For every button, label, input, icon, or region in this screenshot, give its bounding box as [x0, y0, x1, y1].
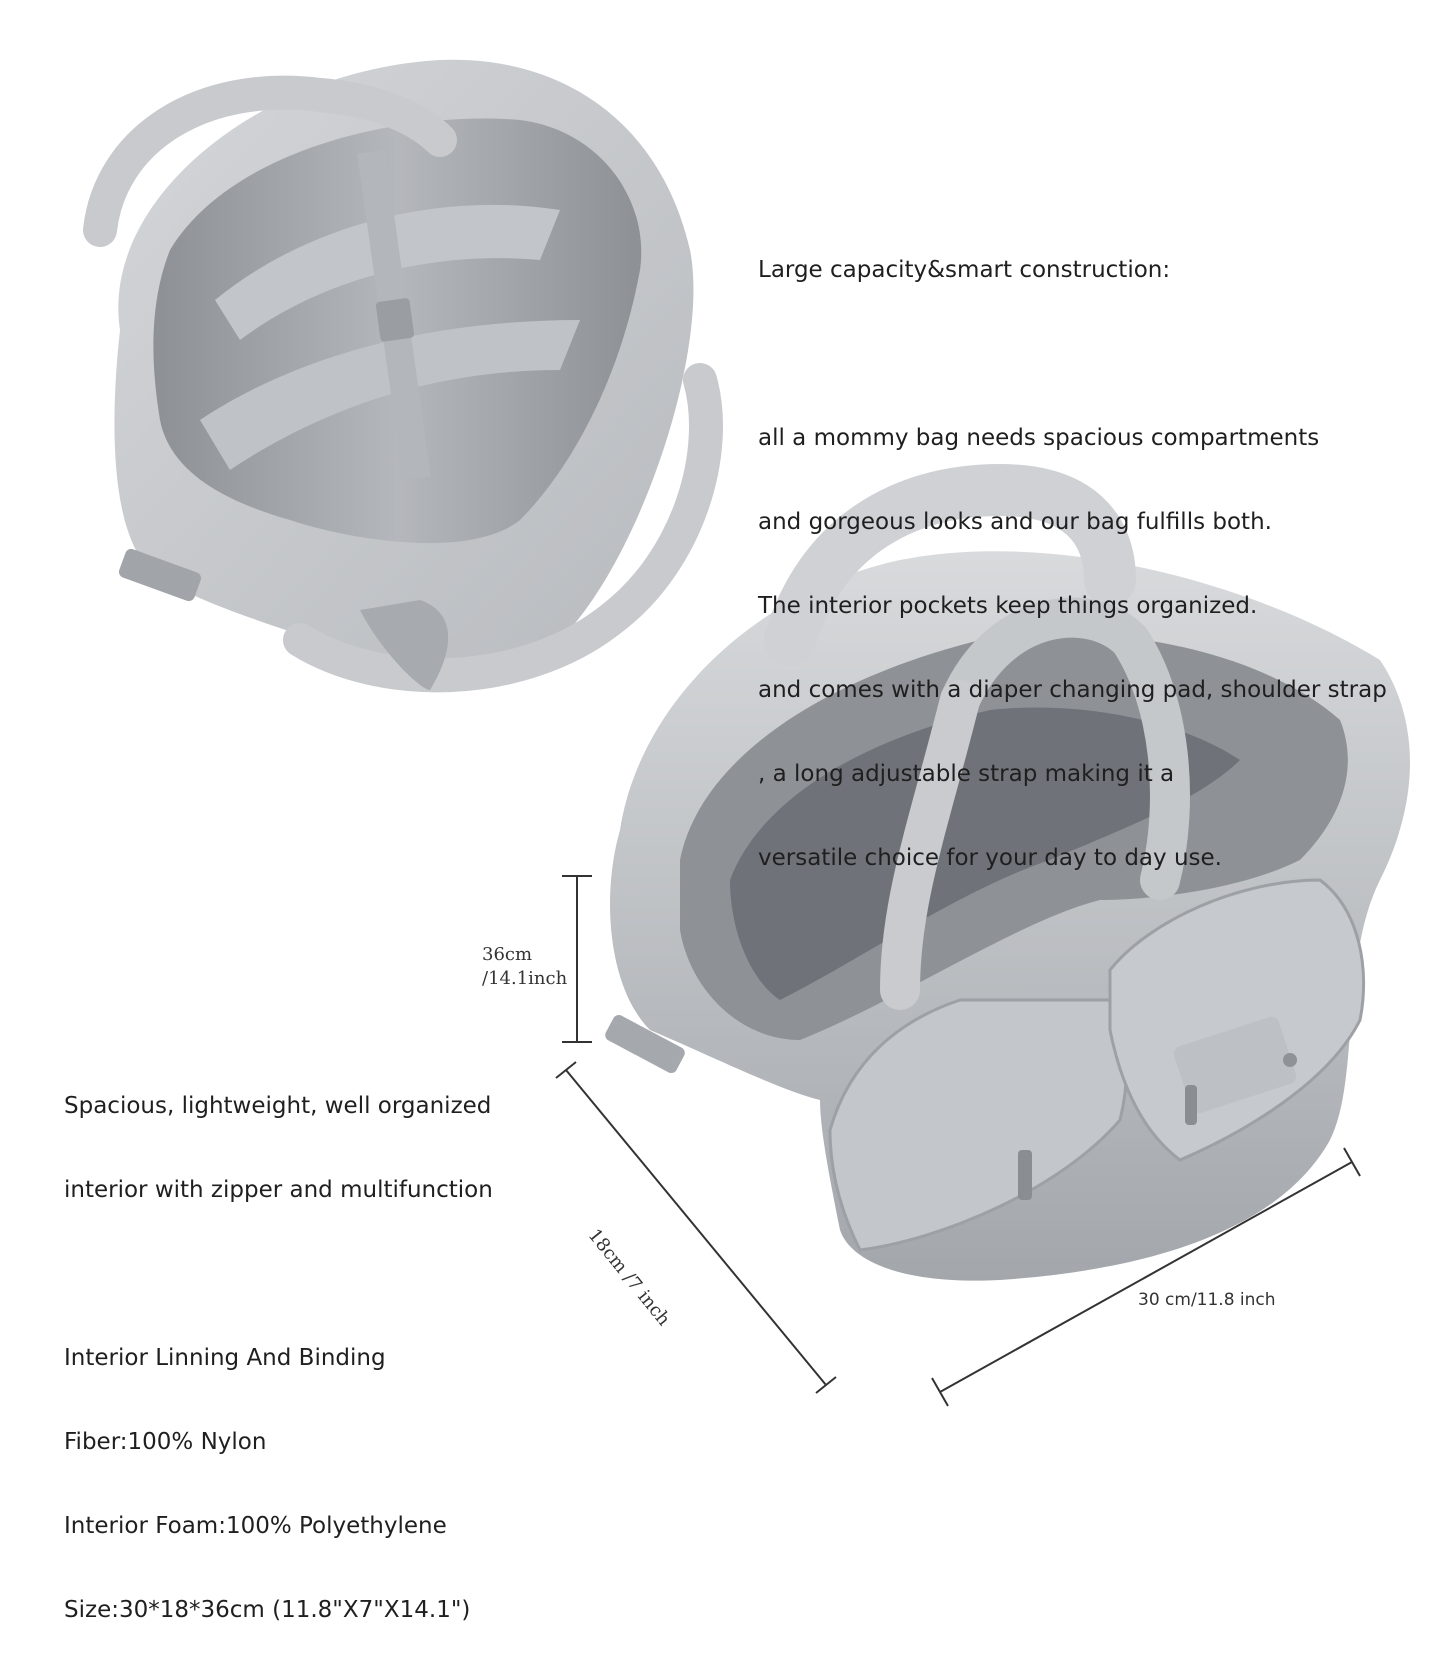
bag1-handle-right [283, 363, 723, 693]
intro-line: Spacious, lightweight, well organized [64, 1093, 492, 1119]
bag2-pocket-flap [1173, 1016, 1297, 1114]
spec-line: Size:30*18*36cm (11.8"X7"X14.1") [64, 1597, 471, 1623]
dimension-height-inch-label: /14.1inch [482, 968, 568, 989]
bag2-inner-lining [730, 707, 1240, 1000]
capacity-line: , a long adjustable strap making it a [758, 761, 1175, 787]
bag2-zipper-pull-right [1185, 1085, 1197, 1125]
spec-line: Interior Linning And Binding [64, 1345, 386, 1371]
capacity-line: The interior pockets keep things organiz… [758, 593, 1258, 619]
dimension-height-cm-label: 36cm [482, 944, 533, 965]
capacity-line: all a mommy bag needs spacious compartme… [758, 425, 1320, 451]
bag-top-view-image [83, 59, 1410, 1407]
intro-line: interior with zipper and multifunction [64, 1177, 493, 1203]
bag1-side-pocket [360, 600, 449, 690]
spec-line: Interior Foam:100% Polyethylene [64, 1513, 447, 1539]
bag1-handle-left [83, 75, 457, 247]
dimension-width-label: 30 cm/11.8 inch [1138, 1290, 1276, 1310]
capacity-line: versatile choice for your day to day use… [758, 845, 1222, 871]
bag2-handle-front [940, 597, 1190, 900]
dimension-depth-line [555, 1061, 837, 1394]
bag1-side-strap [118, 548, 202, 602]
bag1-buckle [375, 298, 415, 342]
dimension-height-line [562, 875, 592, 1043]
capacity-line: and comes with a diaper changing pad, sh… [758, 677, 1387, 703]
bag1-divider-b [200, 320, 580, 470]
bag2-snap-button [1283, 1053, 1297, 1067]
product-image-canvas: Large capacity&smart construction: all a… [64, 59, 1410, 1623]
bag2-front-pocket-left [828, 998, 1129, 1252]
bag2-handle-front-2 [880, 680, 980, 1010]
bag2-side-strap [605, 1014, 685, 1074]
capacity-heading: Large capacity&smart construction: [758, 257, 1171, 283]
dimension-width-line [931, 1147, 1361, 1407]
spec-description: Spacious, lightweight, well organized in… [64, 1036, 493, 1680]
capacity-description: Large capacity&smart construction: all a… [758, 200, 1387, 928]
bag2-zipper-pull-left [1018, 1150, 1032, 1200]
bag1-divider-a [215, 204, 560, 340]
spec-line: Fiber:100% Nylon [64, 1429, 267, 1455]
bag2-front-pocket-right [1108, 878, 1366, 1162]
capacity-line: and gorgeous looks and our bag fulfills … [758, 509, 1272, 535]
bag2-handle-back [764, 463, 1136, 666]
